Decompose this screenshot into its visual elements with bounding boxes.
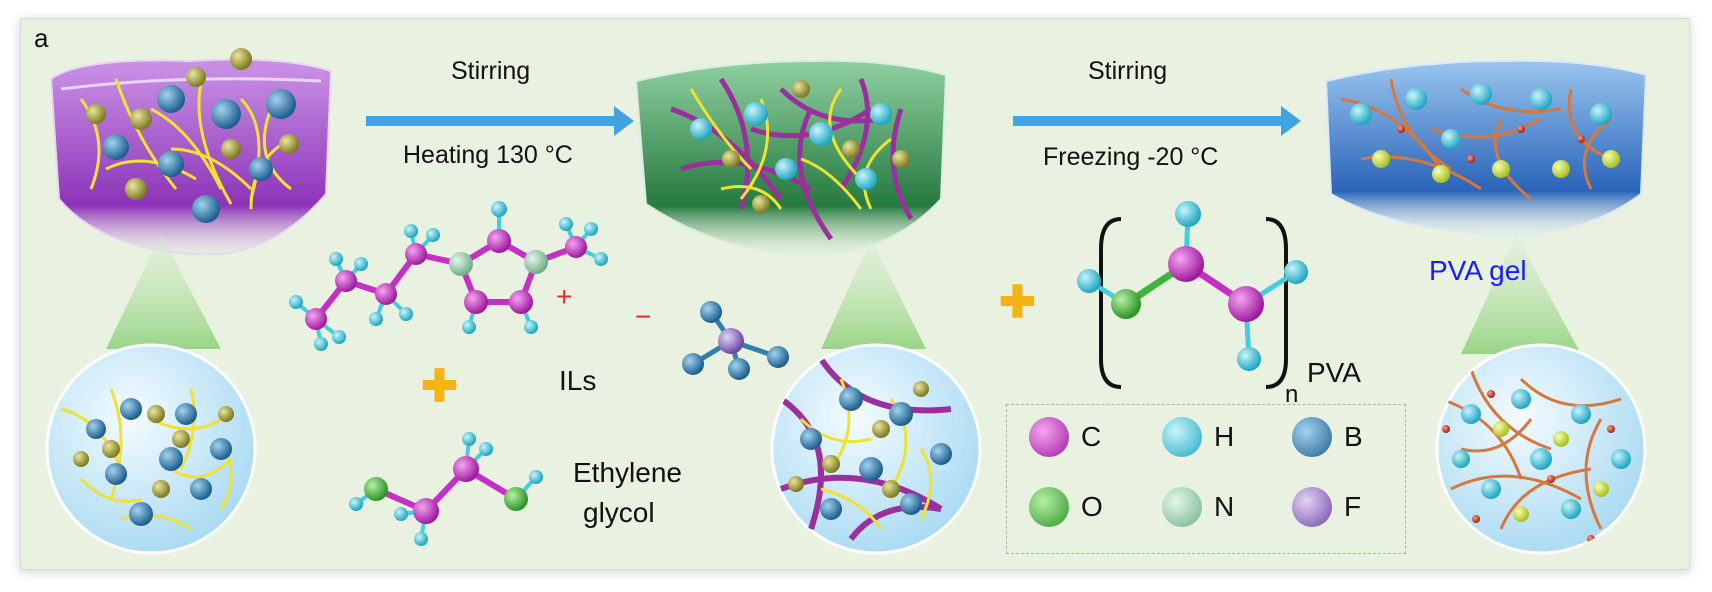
step1-stirring-label: Stirring bbox=[451, 57, 531, 85]
step2-freezing-label: Freezing -20 °C bbox=[1043, 143, 1219, 171]
oxygen-atom-icon bbox=[1029, 487, 1069, 527]
pva-molecule bbox=[1077, 201, 1308, 389]
legend-label: H bbox=[1214, 421, 1235, 452]
plus-icon: ✚ bbox=[421, 362, 458, 411]
step1-heating-label: Heating 130 °C bbox=[403, 141, 573, 169]
ethylene-glycol-molecule bbox=[349, 432, 543, 546]
stage2-gel-box bbox=[634, 59, 948, 256]
legend-label: O bbox=[1081, 491, 1103, 522]
pva-subscript: n bbox=[1285, 381, 1299, 408]
boron-atom-icon bbox=[1292, 417, 1332, 457]
ionic-liquids-label: ILs bbox=[559, 365, 597, 396]
atom-legend: C H B O N F bbox=[1006, 404, 1406, 554]
legend-label: B bbox=[1344, 421, 1363, 452]
legend-item: F bbox=[1292, 487, 1361, 527]
arrow-step2 bbox=[1013, 106, 1301, 136]
il-cation-molecule bbox=[289, 201, 608, 351]
plus-icon: ✚ bbox=[999, 278, 1036, 327]
step2-stirring-label: Stirring bbox=[1088, 57, 1168, 85]
stage1-zoom-cone bbox=[106, 234, 221, 349]
panel-label: a bbox=[34, 23, 49, 53]
il-anion-molecule bbox=[682, 301, 789, 380]
stage3-zoom-cone bbox=[1461, 234, 1581, 354]
carbon-atom-icon bbox=[1029, 417, 1069, 457]
ethylene-glycol-label-line2: glycol bbox=[583, 497, 655, 528]
stage2-zoom-cone bbox=[821, 239, 926, 349]
legend-item: O bbox=[1029, 487, 1103, 527]
fluorine-atom-icon bbox=[1292, 487, 1332, 527]
legend-item: N bbox=[1162, 487, 1234, 527]
stage2-zoom-bubble bbox=[770, 343, 982, 555]
figure-panel: a Stirring Heating 130 °C Stirring Freez… bbox=[20, 18, 1690, 570]
legend-item: C bbox=[1029, 417, 1101, 457]
arrow-step1 bbox=[366, 106, 634, 136]
cation-sign: + bbox=[556, 281, 573, 312]
stage3-zoom-bubble bbox=[1435, 343, 1647, 555]
legend-label: F bbox=[1344, 491, 1362, 522]
pva-gel-label: PVA gel bbox=[1429, 255, 1527, 286]
legend-label: C bbox=[1081, 421, 1102, 452]
diagram-graphics bbox=[45, 48, 1648, 555]
legend-item: B bbox=[1292, 417, 1363, 457]
stage1-gel-box bbox=[49, 48, 333, 256]
anion-sign: − bbox=[635, 301, 652, 332]
legend-label: N bbox=[1214, 491, 1235, 522]
legend-item: H bbox=[1162, 417, 1234, 457]
stage3-gel-box bbox=[1324, 59, 1648, 236]
pva-label: PVA bbox=[1307, 357, 1361, 388]
nitrogen-atom-icon bbox=[1162, 487, 1202, 527]
hydrogen-atom-icon bbox=[1162, 417, 1202, 457]
stage1-zoom-bubble bbox=[45, 343, 257, 555]
ethylene-glycol-label-line1: Ethylene bbox=[573, 457, 682, 488]
